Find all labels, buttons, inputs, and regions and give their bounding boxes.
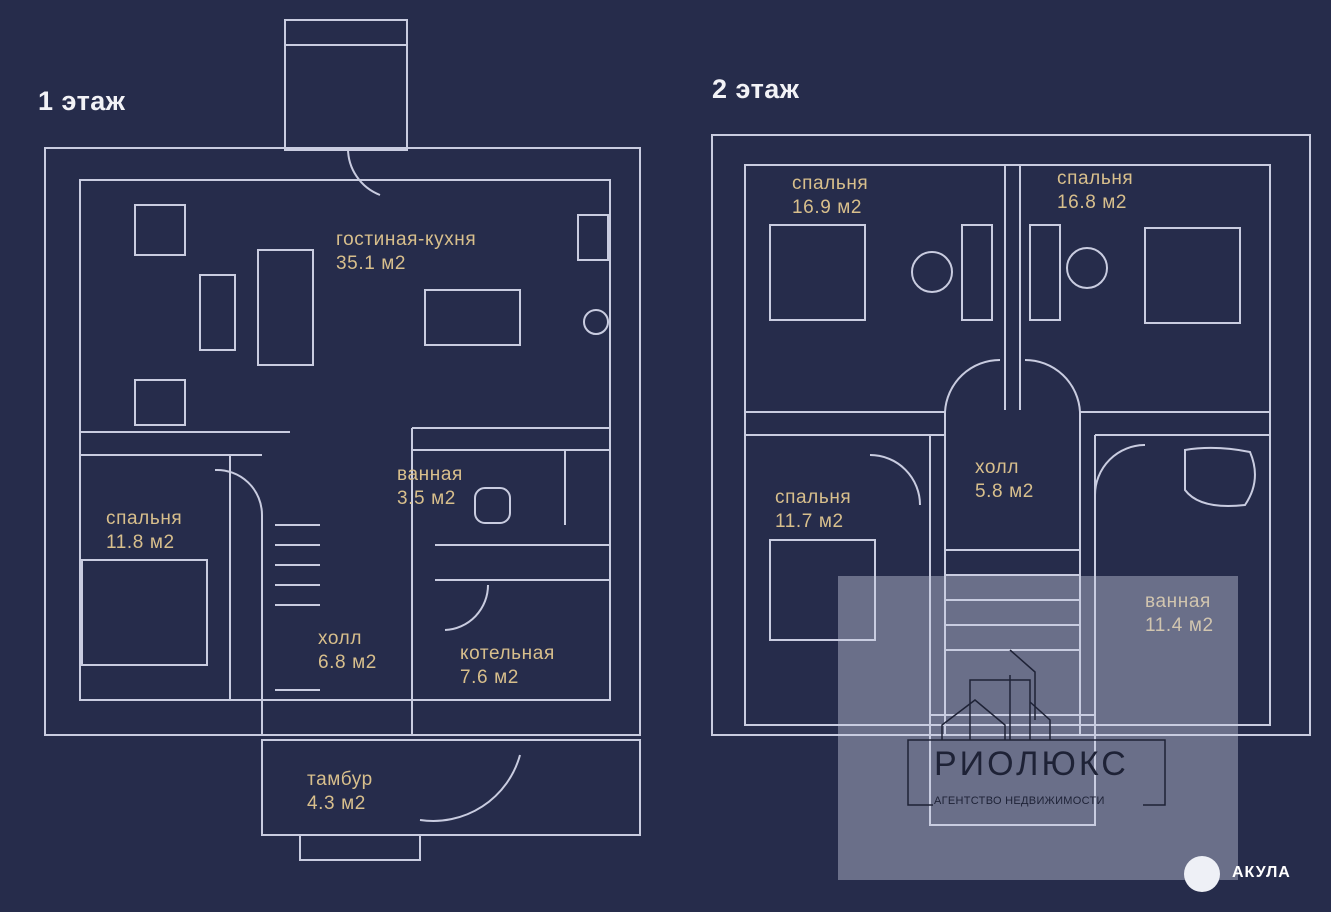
source-logo-text: АКУЛА — [1232, 864, 1291, 881]
shark-logo-icon — [1184, 856, 1220, 892]
floor-1-walls — [44, 19, 641, 861]
floor-2-walls — [711, 134, 1311, 826]
watermark-overlay — [838, 576, 1238, 880]
watermark-logo-icon — [907, 649, 1166, 806]
floor-1-title: 1 этаж — [38, 86, 126, 116]
floor-2-title: 2 этаж — [712, 74, 800, 104]
watermark-name: РИОЛЮКС — [934, 745, 1129, 783]
watermark-subtitle: АГЕНТСТВО НЕДВИЖИМОСТИ — [934, 795, 1105, 807]
